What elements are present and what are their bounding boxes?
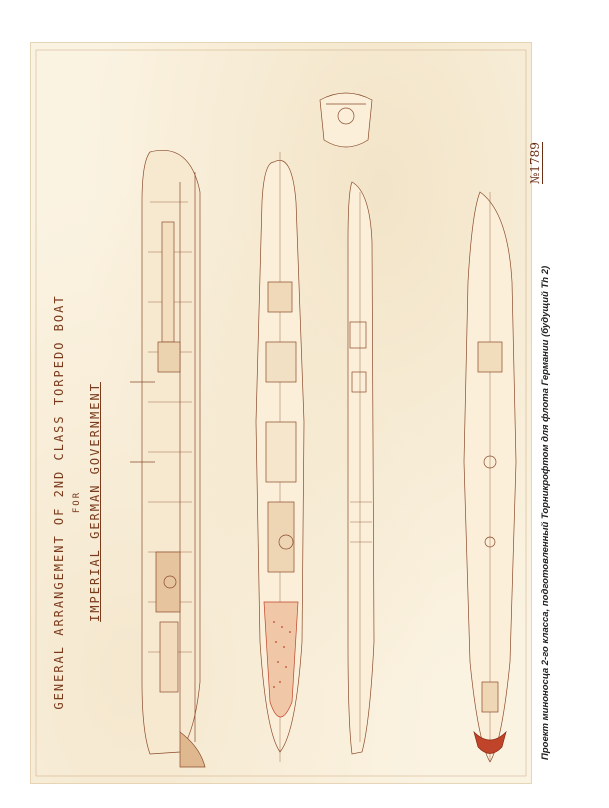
drawing-number: №1789 <box>528 142 543 184</box>
drawing-sheet: GENERAL ARRANGEMENT OF 2ND CLASS TORPEDO… <box>30 42 543 784</box>
ship-drawings <box>35 49 527 777</box>
side-profile-view <box>130 150 206 768</box>
lower-deck-plan-view <box>463 191 517 763</box>
midship-section-view <box>319 92 373 148</box>
drawing-title: GENERAL ARRANGEMENT OF 2ND CLASS TORPEDO… <box>52 242 142 762</box>
caption: Проект миноносца 2-го класса, подготовле… <box>540 265 551 760</box>
title-line-3: IMPERIAL GERMAN GOVERNMENT <box>88 382 102 622</box>
title-line-1: GENERAL ARRANGEMENT OF 2ND CLASS TORPEDO… <box>52 294 66 710</box>
inboard-profile-view <box>347 181 375 755</box>
deck-plan-view <box>255 152 305 762</box>
title-line-2: FOR <box>72 490 82 514</box>
